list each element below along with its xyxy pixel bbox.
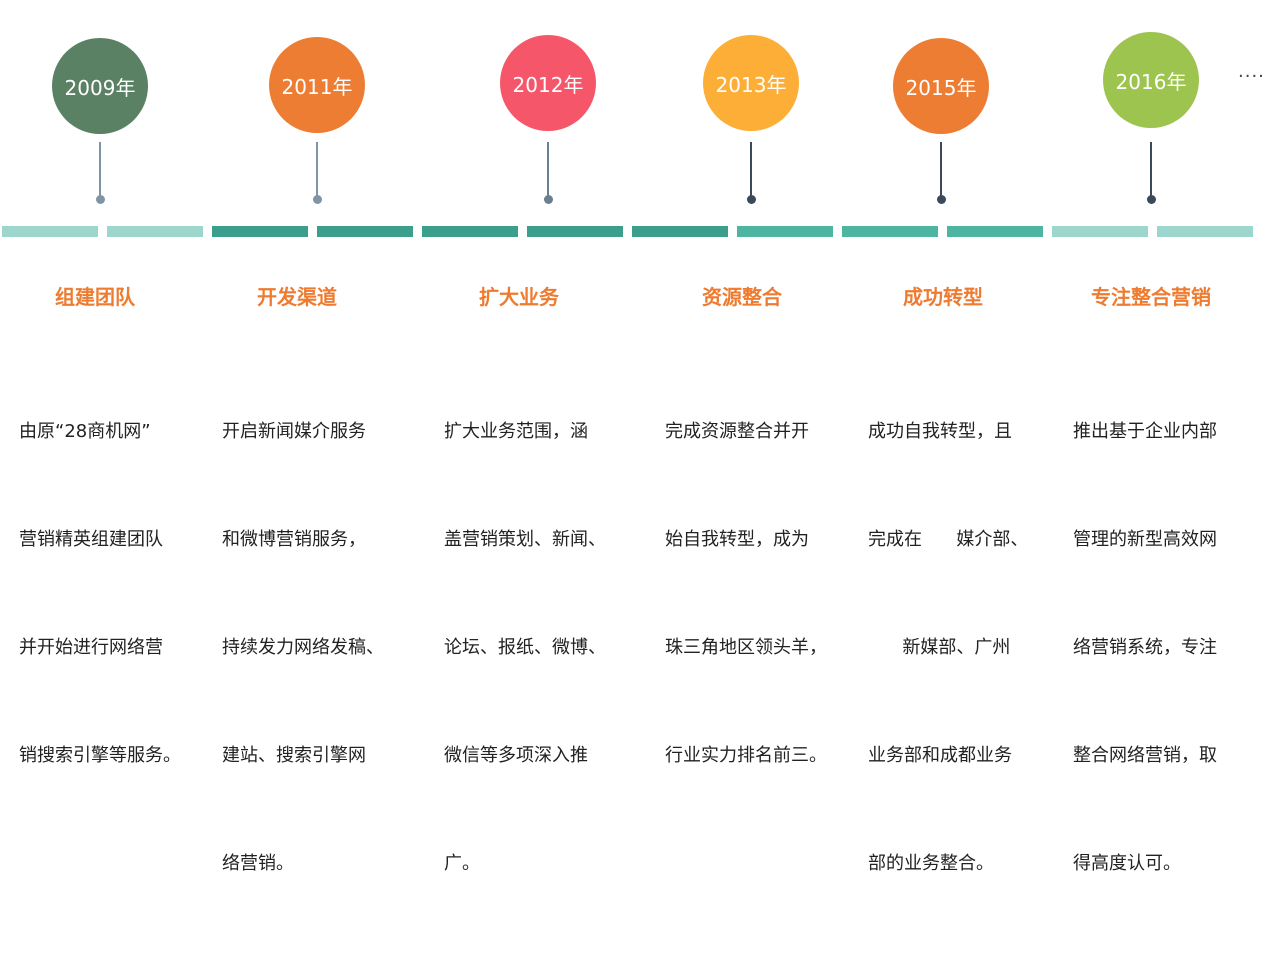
milestone-description: 开启新闻媒介服务 和微博营销服务， 持续发力网络发稿、 建站、搜索引擎网 络营销… (222, 342, 384, 954)
timeline-segment (1157, 226, 1253, 237)
description-line: 微信等多项深入推 (444, 745, 588, 766)
connector-dot (746, 195, 756, 204)
connector-stem (750, 142, 752, 198)
milestone-title: 扩大业务 (479, 285, 559, 309)
connector-stem (1150, 142, 1152, 198)
timeline-segment (842, 226, 938, 237)
connector-dot (543, 195, 553, 204)
timeline-segment (947, 226, 1043, 237)
connector-stem (316, 142, 318, 198)
year-circle-2016: 2016年 (1103, 32, 1199, 128)
year-label: 2013年 (715, 72, 787, 97)
timeline-segment (632, 226, 728, 237)
description-line: 论坛、报纸、微博、 (444, 637, 606, 658)
connector-stem (99, 142, 101, 198)
year-circle-2009: 2009年 (52, 38, 148, 134)
year-circle-2012: 2012年 (500, 35, 596, 131)
description-line: 成功自我转型，且 (868, 421, 1012, 442)
description-line: 并开始进行网络营 (19, 637, 163, 658)
timeline-segment (212, 226, 308, 237)
connector-stem (940, 142, 942, 198)
description-line: 盖营销策划、新闻、 (444, 529, 606, 550)
year-label: 2012年 (512, 72, 584, 97)
connector-stem (547, 142, 549, 198)
timeline-segment (1052, 226, 1148, 237)
description-line: 络营销。 (222, 853, 294, 874)
connector-dot (936, 195, 946, 204)
description-line: 建站、搜索引擎网 (222, 745, 366, 766)
timeline-segment (2, 226, 98, 237)
description-line: 持续发力网络发稿、 (222, 637, 384, 658)
milestone-title: 组建团队 (55, 285, 135, 309)
connector-dot (1146, 195, 1156, 204)
description-line: 新媒部、广州 (868, 637, 1011, 658)
year-circle-2011: 2011年 (269, 37, 365, 133)
timeline-segment (737, 226, 833, 237)
timeline-segment (317, 226, 413, 237)
description-line: 和微博营销服务， (222, 529, 366, 550)
description-line: 部的业务整合。 (868, 853, 994, 874)
description-line: 推出基于企业内部 (1073, 421, 1217, 442)
year-label: 2016年 (1115, 69, 1187, 94)
description-line: 销搜索引擎等服务。 (19, 745, 181, 766)
description-line: 始自我转型，成为 (665, 529, 809, 550)
milestone-description: 推出基于企业内部 管理的新型高效网 络营销系统，专注 整合网络营销，取 得高度认… (1073, 342, 1217, 954)
description-line: 营销精英组建团队 (19, 529, 163, 550)
timeline-segment (422, 226, 518, 237)
year-label: 2015年 (905, 75, 977, 100)
description-line: 业务部和成都业务 (868, 745, 1012, 766)
continuation-ellipsis: ····· (1238, 66, 1265, 87)
year-circle-2013: 2013年 (703, 35, 799, 131)
milestone-description: 完成资源整合并开 始自我转型，成为 珠三角地区领头羊， 行业实力排名前三。 (665, 342, 827, 846)
milestone-description: 扩大业务范围，涵 盖营销策划、新闻、 论坛、报纸、微博、 微信等多项深入推 广。 (444, 342, 606, 954)
description-line: 由原“28商机网” (19, 421, 151, 442)
description-line: 管理的新型高效网 (1073, 529, 1217, 550)
description-line: 开启新闻媒介服务 (222, 421, 366, 442)
year-label: 2011年 (281, 74, 353, 99)
description-line: 行业实力排名前三。 (665, 745, 827, 766)
milestone-title: 专注整合营销 (1091, 285, 1211, 309)
milestone-description: 由原“28商机网” 营销精英组建团队 并开始进行网络营 销搜索引擎等服务。 (19, 342, 181, 846)
milestone-description: 成功自我转型，且 完成在 媒介部、 新媒部、广州 业务部和成都业务 部的业务整合… (868, 342, 1028, 954)
description-line: 珠三角地区领头羊， (665, 637, 827, 658)
milestone-title: 开发渠道 (257, 285, 337, 309)
year-circle-2015: 2015年 (893, 38, 989, 134)
milestone-title: 成功转型 (903, 285, 983, 309)
description-line: 得高度认可。 (1073, 853, 1181, 874)
description-line: 扩大业务范围，涵 (444, 421, 588, 442)
description-line: 络营销系统，专注 (1073, 637, 1217, 658)
year-label: 2009年 (64, 75, 136, 100)
description-line: 整合网络营销，取 (1073, 745, 1217, 766)
milestone-title: 资源整合 (702, 285, 782, 309)
timeline-segment (107, 226, 203, 237)
timeline-segment (527, 226, 623, 237)
connector-dot (95, 195, 105, 204)
description-line: 广。 (444, 853, 480, 874)
description-line: 完成在 媒介部、 (868, 529, 1029, 550)
description-line: 完成资源整合并开 (665, 421, 809, 442)
connector-dot (312, 195, 322, 204)
